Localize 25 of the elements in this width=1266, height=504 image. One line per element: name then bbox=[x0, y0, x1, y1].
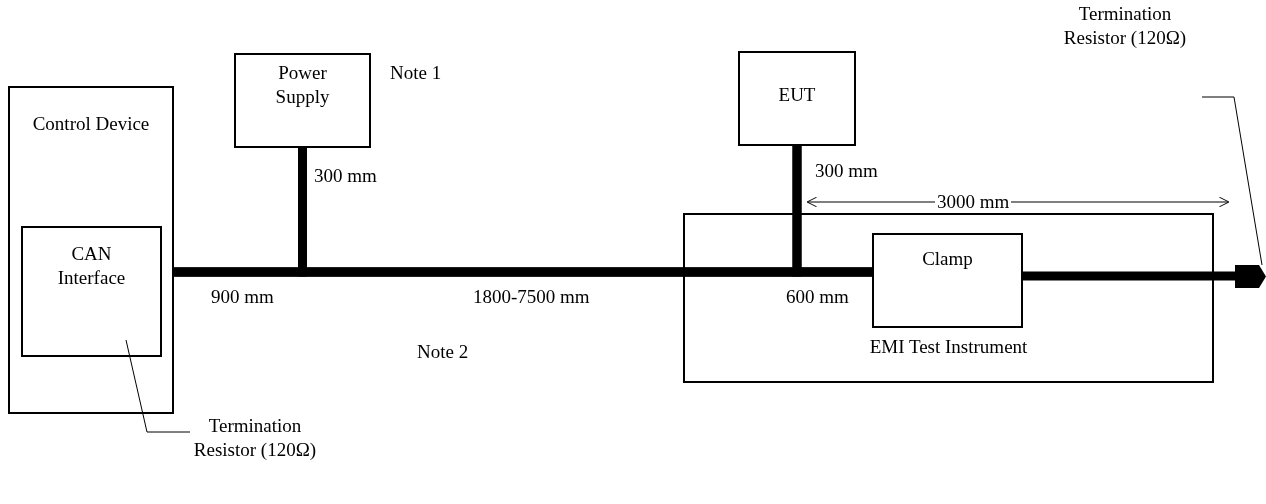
box-label: EUT bbox=[777, 83, 817, 107]
clamp-box bbox=[872, 233, 1023, 328]
power-supply-box bbox=[234, 53, 371, 148]
box-label: Power Supply bbox=[274, 61, 331, 109]
box-label: Control Device bbox=[31, 112, 151, 136]
box-label: EMI Test Instrument bbox=[868, 335, 1029, 359]
box-label: Clamp bbox=[921, 247, 974, 271]
cable bbox=[792, 146, 872, 277]
dimension-label: 600 mm bbox=[786, 286, 849, 308]
leader-line bbox=[125, 339, 191, 433]
interface-box bbox=[21, 226, 162, 357]
dimension-label: 300 mm bbox=[314, 165, 377, 187]
leader-line bbox=[1201, 96, 1263, 266]
box-label: CAN Interface bbox=[56, 242, 127, 290]
note-text: Note 1 bbox=[390, 62, 442, 84]
callout-label: Termination Resistor (120Ω) bbox=[190, 414, 320, 504]
cable bbox=[1023, 271, 1235, 281]
dimension-label: 900 mm bbox=[211, 286, 274, 308]
dimension-label: 300 mm bbox=[815, 160, 878, 182]
dimension-label: 1800-7500 mm bbox=[473, 286, 590, 308]
eut-box bbox=[738, 51, 856, 146]
instrument-box bbox=[683, 213, 1214, 383]
callout-label: Termination Resistor (120Ω) bbox=[1060, 2, 1190, 100]
note-text: Note 2 bbox=[417, 341, 469, 363]
device-box bbox=[8, 86, 174, 414]
